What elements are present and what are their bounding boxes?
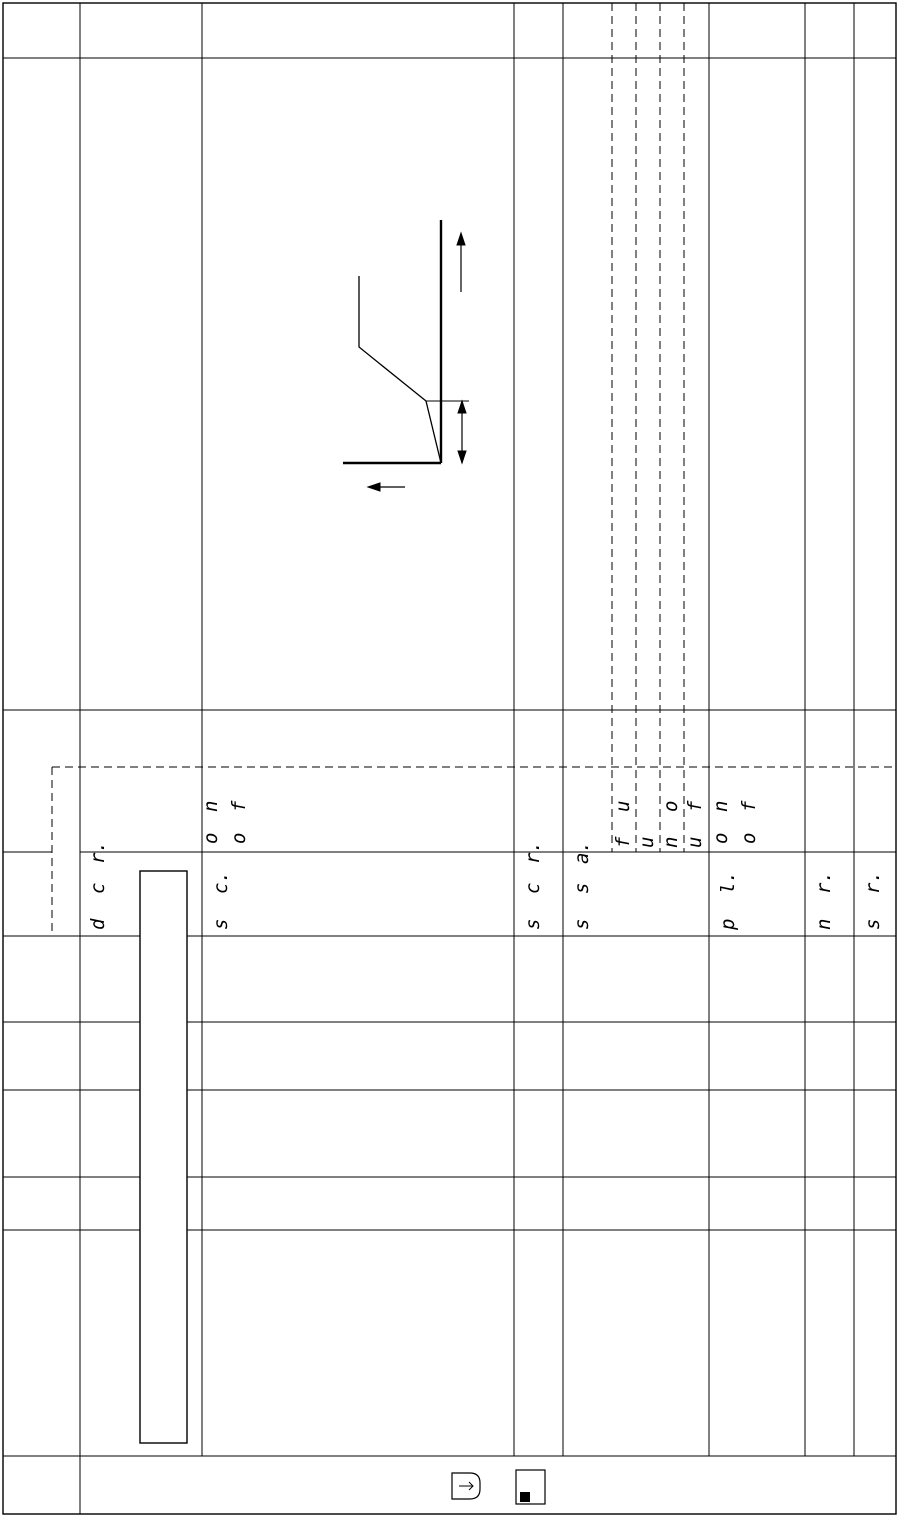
column-lines: [79, 3, 855, 1514]
dashed-guides: [51, 3, 896, 936]
code-dcr-3: r.: [87, 841, 109, 864]
code-on-3: o: [710, 833, 732, 844]
mode-code-7: f: [684, 800, 706, 812]
code-of-1: o: [228, 833, 250, 844]
dimension-arrow-down: [457, 450, 467, 465]
code-nr-1: n: [813, 919, 835, 930]
code-sc-2: c.: [210, 871, 232, 894]
mode-code-2: u: [612, 801, 634, 812]
mode-code-1: f: [612, 836, 634, 848]
code-of-3: o: [738, 833, 760, 844]
dimension-arrow-up: [457, 399, 467, 414]
code-sr-1: s: [862, 919, 884, 930]
tool-profile: [358, 276, 442, 464]
filled-square-indicator-icon: [515, 1469, 546, 1505]
code-pl-1: p: [717, 919, 739, 931]
code-ssa-1: s: [571, 919, 593, 930]
code-of-4: f: [738, 800, 760, 812]
mode-code-3: u: [636, 837, 658, 848]
mode-code-5: o: [660, 801, 682, 812]
code-dcr-2: c: [87, 883, 109, 894]
code-scr-3: r.: [522, 841, 544, 864]
row-lines: [3, 57, 896, 1457]
code-on-1: o: [200, 833, 222, 844]
code-sr-2: r.: [862, 871, 884, 894]
code-dcr: d: [87, 918, 109, 930]
code-sc-1: s: [210, 919, 232, 930]
code-ssa-2: s: [571, 883, 593, 894]
code-on-4: n: [710, 801, 732, 812]
code-nr-2: r.: [813, 871, 835, 894]
code-of-2: f: [228, 800, 250, 812]
mode-code-4: n: [660, 837, 682, 848]
segment-codes: d c r. s c. o n o f s c r. s s a. f u u …: [87, 800, 884, 931]
feed-arrow-left-head: [366, 482, 381, 492]
arrow-right-box-icon[interactable]: [451, 1472, 481, 1500]
code-scr-1: s: [522, 919, 544, 930]
code-ssa-3: a.: [571, 841, 593, 864]
mode-code-6: u: [684, 837, 706, 848]
code-on-2: n: [200, 801, 222, 812]
code-pl-2: l.: [717, 871, 739, 894]
feed-arrow-up-head: [456, 231, 466, 246]
code-scr-2: c: [522, 883, 544, 894]
grouping-box: [139, 870, 188, 1444]
cutting-tool-diagram: [343, 220, 469, 492]
